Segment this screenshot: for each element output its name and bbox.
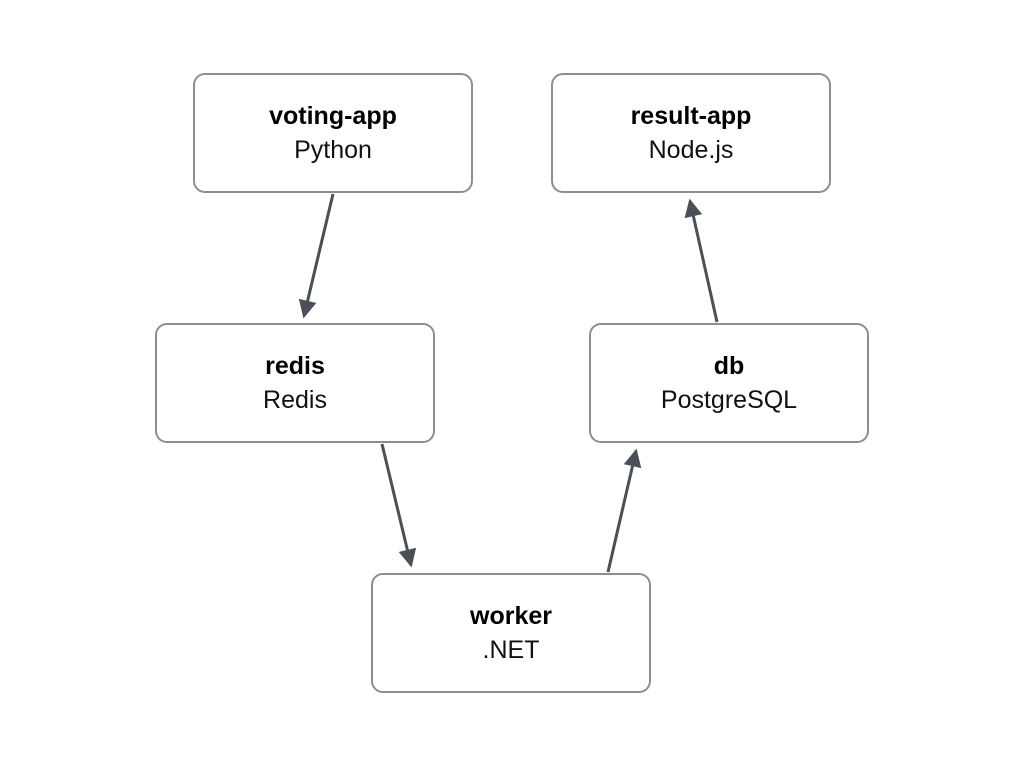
node-worker-tech: .NET [482,636,540,664]
node-redis-title: redis [265,351,325,380]
edge-worker-to-db [606,448,642,573]
edge-redis-to-worker [380,443,417,568]
node-redis: redis Redis [155,323,435,443]
node-worker: worker .NET [371,573,651,693]
node-result-app-tech: Node.js [648,136,734,164]
node-db: db PostgreSQL [589,323,869,443]
edge-db-to-resultapp [684,198,719,323]
node-redis-tech: Redis [263,386,327,414]
node-worker-title: worker [470,601,552,630]
node-result-app-title: result-app [630,101,752,130]
node-voting-app: voting-app Python [193,73,473,193]
node-voting-app-tech: Python [294,136,372,164]
node-voting-app-title: voting-app [269,101,397,130]
node-result-app: result-app Node.js [551,73,831,193]
node-db-title: db [713,351,745,380]
edge-votingapp-to-redis [298,193,335,319]
node-db-tech: PostgreSQL [660,386,798,414]
